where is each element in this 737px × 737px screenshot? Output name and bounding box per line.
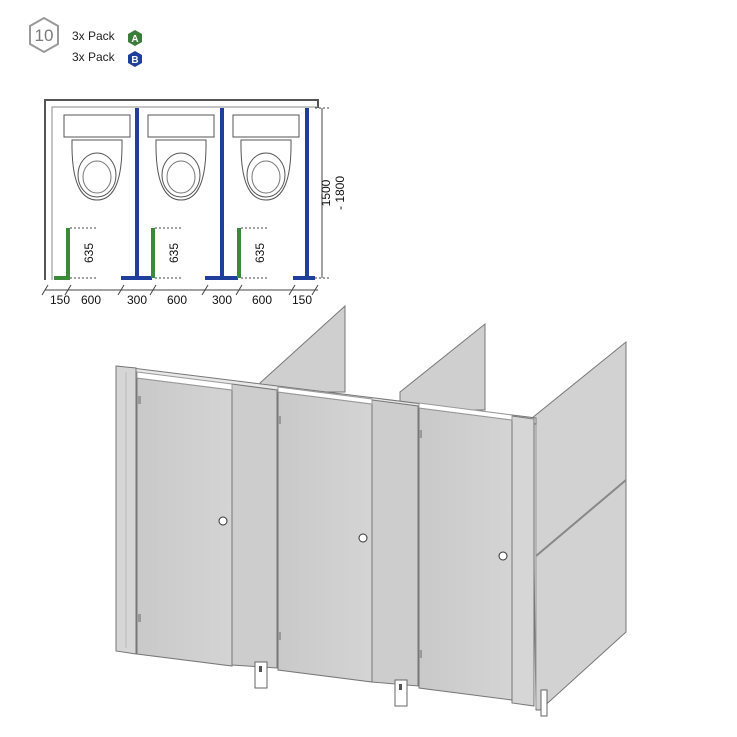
side-panel-1 xyxy=(259,304,346,393)
door-height-3: 635 xyxy=(253,243,267,263)
toilet-icon-2 xyxy=(155,139,207,201)
depth-label-2: - 1800 xyxy=(333,176,347,210)
badge-b-letter: B xyxy=(131,55,138,66)
door-1-knob-icon xyxy=(218,516,228,526)
cubicle-render xyxy=(115,304,627,717)
dim-600-3: 600 xyxy=(252,293,272,307)
hinges xyxy=(138,396,422,658)
gap-3 xyxy=(418,402,513,421)
hexagon-icon xyxy=(29,16,59,54)
bottom-dim-ticks xyxy=(41,284,319,296)
cistern-3 xyxy=(232,114,300,138)
right-pilaster xyxy=(511,415,535,707)
pack-a-label: 3x Pack xyxy=(72,29,116,43)
doors-a xyxy=(54,228,241,280)
door-3-knob-icon xyxy=(498,551,508,561)
back-wall xyxy=(44,99,319,280)
badge-a-icon xyxy=(128,30,142,46)
toilet-icon-3 xyxy=(240,139,292,201)
badge-a-letter: A xyxy=(131,34,138,45)
door-2-knob-icon xyxy=(358,533,368,543)
door-dims xyxy=(70,227,267,279)
door-2 xyxy=(277,391,373,683)
end-panel-right xyxy=(531,340,627,711)
pack-a-row: 3x Pack A xyxy=(72,29,142,46)
partition-b xyxy=(121,108,315,280)
dim-150-left: 150 xyxy=(50,293,70,307)
cistern-2 xyxy=(147,114,215,138)
dim-300-1: 300 xyxy=(127,293,147,307)
step-indicator: 10 xyxy=(29,16,59,54)
end-panel-seam xyxy=(535,479,627,557)
pack-b-label: 3x Pack xyxy=(72,50,116,64)
dim-600-1: 600 xyxy=(81,293,101,307)
dim-150-right: 150 xyxy=(292,293,312,307)
door-3 xyxy=(418,407,513,701)
door-1 xyxy=(136,377,233,667)
side-panel-2 xyxy=(399,322,486,411)
door-height-1: 635 xyxy=(82,243,96,263)
floor-plan: 635 635 635 1500 - 1800 150 600 300 600 xyxy=(41,99,347,307)
depth-label-1: 1500 xyxy=(319,179,333,206)
toilet-icon-1 xyxy=(71,139,123,201)
gap-2 xyxy=(277,386,373,405)
door-height-2: 635 xyxy=(167,243,181,263)
depth-dim xyxy=(315,107,329,279)
feet xyxy=(254,661,548,717)
cistern-1 xyxy=(63,114,131,138)
step-number: 10 xyxy=(35,26,54,45)
pilaster-2 xyxy=(371,399,419,687)
inner-wall xyxy=(51,106,318,280)
pack-b-row: 3x Pack B xyxy=(72,50,142,67)
dim-300-2: 300 xyxy=(212,293,232,307)
dim-600-2: 600 xyxy=(167,293,187,307)
gap-1 xyxy=(136,371,233,391)
pilaster-1 xyxy=(231,383,278,669)
badge-b-icon xyxy=(128,51,142,67)
